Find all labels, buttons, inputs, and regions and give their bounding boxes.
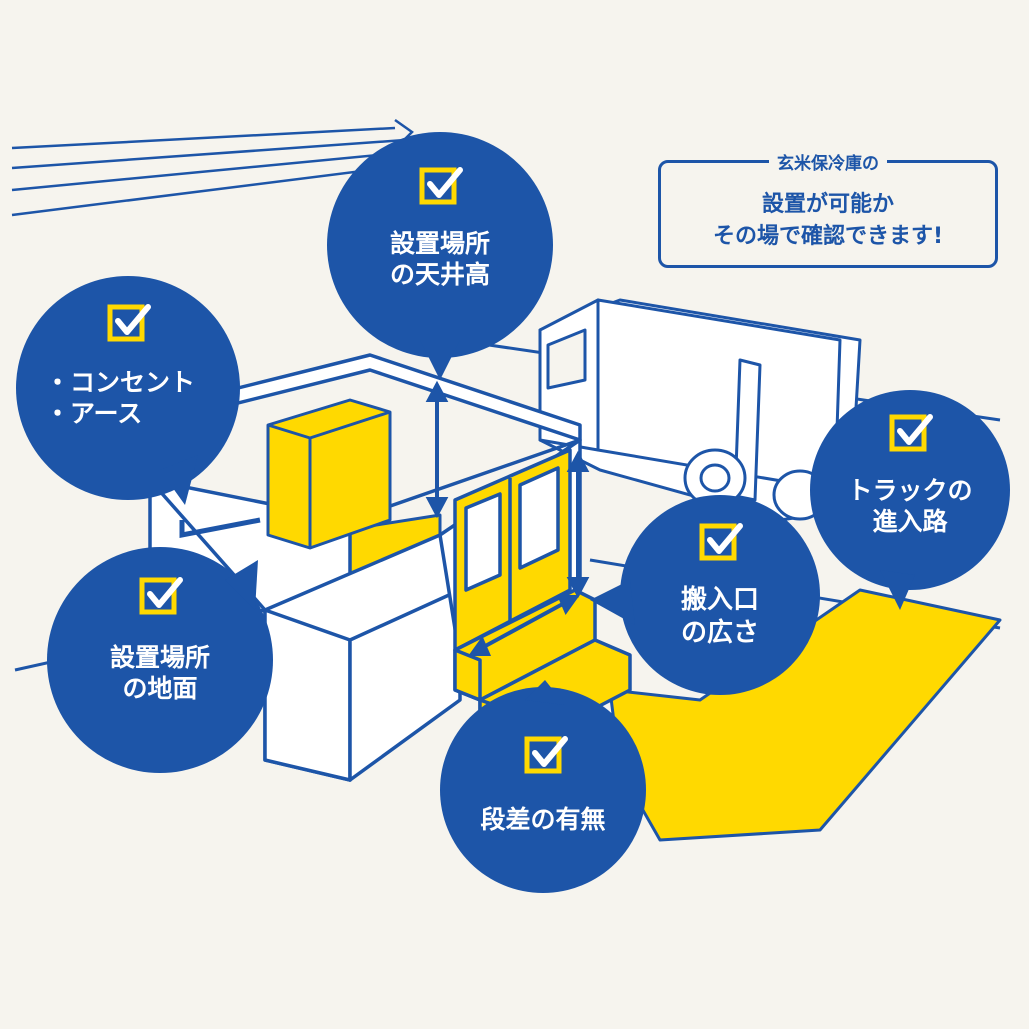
bubble-outlet bbox=[16, 276, 240, 505]
checkpoint-ceiling-line2: の天井高 bbox=[389, 260, 490, 290]
checkpoint-entrance: 搬入口 の広さ bbox=[640, 584, 800, 649]
headline-line2: その場で確認できます! bbox=[712, 223, 944, 249]
checkpoint-truck-line2: 進入路 bbox=[872, 507, 948, 537]
checkpoint-step-line1: 段差の有無 bbox=[480, 805, 606, 834]
checkpoint-entrance-line1: 搬入口 bbox=[680, 585, 759, 615]
headline-box: 玄米保冷庫の 設置が可能か その場で確認できます! bbox=[658, 154, 998, 268]
bubble-truck bbox=[810, 390, 1010, 610]
checkpoint-truck-line1: トラックの bbox=[847, 476, 973, 505]
bubble-step bbox=[440, 680, 646, 893]
checkpoint-ground-line2: の地面 bbox=[122, 674, 198, 704]
checkpoint-outlet-line1: ・コンセント bbox=[45, 368, 196, 397]
storage-unit bbox=[266, 398, 392, 550]
roof-lines bbox=[11, 118, 414, 217]
bubble-entrance bbox=[590, 495, 820, 695]
entrance-door bbox=[453, 448, 572, 652]
checkpoint-entrance-line2: の広さ bbox=[680, 617, 759, 648]
checkpoint-truck: トラックの 進入路 bbox=[825, 475, 995, 538]
bubble-ceiling bbox=[327, 132, 553, 380]
checkpoint-outlet: ・コンセント ・アース bbox=[30, 367, 235, 430]
checkpoint-step: 段差の有無 bbox=[453, 804, 633, 835]
headline-line1: 設置が可能か bbox=[761, 192, 894, 217]
handrail bbox=[179, 517, 261, 539]
truck-illustration bbox=[538, 298, 862, 522]
checkpoint-ceiling-line1: 設置場所 bbox=[389, 229, 490, 258]
headline-top: 玄米保冷庫の bbox=[769, 154, 887, 174]
checkpoint-ground-line1: 設置場所 bbox=[109, 643, 210, 672]
checkpoint-ceiling: 設置場所 の天井高 bbox=[350, 228, 530, 291]
checkpoint-ground: 設置場所 の地面 bbox=[70, 642, 250, 705]
bubble-ground bbox=[47, 547, 273, 773]
checkpoint-outlet-line2: ・アース bbox=[45, 399, 143, 429]
measure-arrows bbox=[425, 380, 590, 656]
